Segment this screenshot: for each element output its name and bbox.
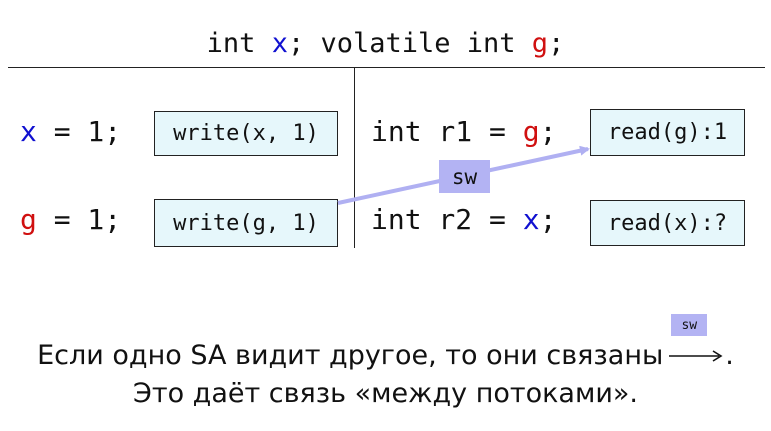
right-row2-var: x	[522, 203, 540, 236]
left-row1-var: x	[20, 115, 37, 148]
sw-label: sw	[439, 160, 490, 193]
write-g-box: write(g, 1)	[154, 199, 338, 247]
header-middle: ; volatile int	[287, 28, 532, 59]
right-statement-1: int r1 = g;	[371, 115, 556, 148]
header-var-x: x	[271, 28, 288, 59]
bottom-line1-text: Если одно SA видит другое, то они связан…	[37, 340, 664, 371]
right-row1-suffix: ;	[539, 115, 557, 148]
sw-relation-arrow: sw	[669, 314, 725, 364]
left-row2-rest: = 1;	[36, 203, 122, 236]
vertical-divider	[354, 67, 355, 248]
horizontal-divider	[8, 67, 765, 68]
left-statement-2: g = 1;	[20, 203, 121, 236]
read-g-box: read(g):1	[590, 109, 745, 156]
bottom-line1-end: .	[725, 340, 734, 371]
left-row2-var: g	[20, 203, 37, 236]
write-x-box: write(x, 1)	[154, 111, 338, 156]
declaration-header: int x; volatile int g;	[0, 28, 771, 59]
header-var-g: g	[531, 28, 549, 59]
header-suffix: ;	[548, 28, 565, 59]
right-statement-2: int r2 = x;	[371, 203, 556, 236]
header-prefix: int	[206, 28, 272, 59]
right-row1-var: g	[522, 115, 540, 148]
long-right-arrow-icon	[669, 350, 723, 362]
sw-relation-tag: sw	[671, 314, 708, 336]
bottom-line-1: Если одно SA видит другое, то они связан…	[0, 314, 771, 371]
right-row2-suffix: ;	[539, 203, 557, 236]
left-row1-rest: = 1;	[36, 115, 122, 148]
right-row1-prefix: int r1 =	[371, 115, 523, 148]
right-row2-prefix: int r2 =	[371, 203, 523, 236]
read-x-box: read(x):?	[590, 200, 745, 246]
left-statement-1: x = 1;	[20, 115, 121, 148]
bottom-line-2: Это даёт связь «между потоками».	[132, 378, 638, 409]
